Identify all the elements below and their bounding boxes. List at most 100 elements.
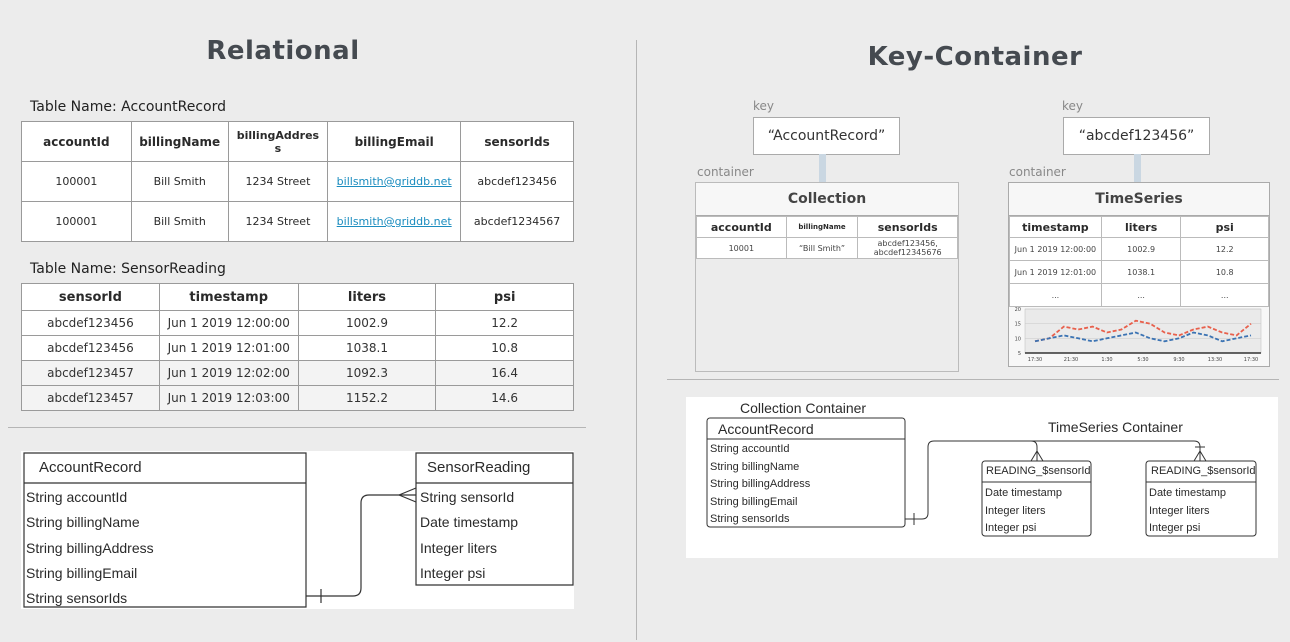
timeseries-header: TimeSeries [1009,183,1269,216]
keycontainer-uml-panel: Collection Container TimeSeries Containe… [686,397,1278,558]
right-divider [667,379,1279,380]
uml-field: Date timestamp [420,514,519,531]
collection-container: Collection accountId billingName sensorI… [695,182,959,372]
table-cell: ... [1100,283,1182,307]
table-row: abcdef123456 Jun 1 2019 12:01:00 1038.1 … [21,335,574,361]
uml-field: Integer psi [420,564,486,581]
table-cell: 1234 Street [227,201,329,242]
reading1-name: READING_$sensorId [986,465,1091,477]
table-cell: 12.2 [435,310,574,336]
table-cell: Jun 1 2019 12:03:00 [158,385,299,411]
table-row: 100001 Bill Smith 1234 Street billsmith@… [21,201,574,242]
timeseries-key-box: “abcdef123456” [1063,117,1210,155]
table-cell: Jun 1 2019 12:00:00 [1009,237,1102,261]
uml-account-fields: String accountId String billingName Stri… [26,485,154,611]
uml-field: Integer liters [420,539,498,556]
table-row: abcdef123457 Jun 1 2019 12:02:00 1092.3 … [21,360,574,386]
chart-x-tick: 21:30 [1064,357,1078,363]
uml-field: Integer liters [985,504,1046,517]
uml-account-name: AccountRecord [39,459,142,476]
table-cell: 1002.9 [1100,237,1182,261]
uml-sensor-name: SensorReading [427,459,531,476]
uml-keycontainer-svg [706,417,1257,537]
uml-field: String sensorIds [710,513,790,525]
collection-header: Collection [696,183,958,216]
relational-uml-panel: AccountRecord String accountId String bi… [21,451,574,609]
table-cell: 10.8 [1180,260,1269,284]
account-record-table: accountId billingName billingAddress bil… [21,121,574,242]
container-label: container [697,165,754,179]
table-cell: abcdef1234567 [460,201,574,242]
reading2-name: READING_$sensorId [1151,465,1256,477]
table-row: Jun 1 2019 12:01:00 1038.1 10.8 [1009,260,1269,284]
reading-box-2 [1145,460,1257,537]
table-header: sensorIds [460,121,574,162]
sensor-table-name: Table Name: SensorReading [30,261,226,277]
chart-series-blue [1034,331,1252,343]
table-header: psi [435,283,574,311]
table-row: abcdef123456 Jun 1 2019 12:00:00 1002.9 … [21,310,574,336]
table-cell: 16.4 [435,360,574,386]
chart-x-tick: 13:30 [1208,357,1222,363]
reading2-fields: Date timestamp Integer liters Integer ps… [1149,485,1226,538]
account-record-box [23,452,307,608]
table-header: sensorId [21,283,160,311]
table-header: timestamp [1009,216,1102,238]
table-cell: abcdef123457 [21,385,160,411]
table-cell: 10.8 [435,335,574,361]
table-row: ... ... ... [1009,283,1269,307]
table-header: timestamp [158,283,299,311]
collection-connector [819,154,826,182]
chart-plot-area [1024,308,1262,354]
table-cell: abcdef123457 [21,360,160,386]
table-cell: 10001 [696,237,787,259]
timeseries-connector [1134,154,1141,182]
table-cell: Jun 1 2019 12:01:00 [158,335,299,361]
table-cell: Jun 1 2019 12:01:00 [1009,260,1102,284]
table-cell: 1092.3 [297,360,437,386]
table-header: billingName [785,216,859,238]
email-link[interactable]: billsmith@griddb.net [336,175,452,188]
uml-field: String billingName [26,514,140,531]
table-row: abcdef123457 Jun 1 2019 12:03:00 1152.2 … [21,385,574,411]
uml-field: Integer liters [1149,504,1210,517]
kc-account-box [706,417,906,528]
chart-x-tick: 5:30 [1137,357,1148,363]
chart-y-tick: 15 [1015,322,1021,328]
table-cell: Bill Smith [130,201,229,242]
table-header: accountId [696,216,787,238]
uml-field: String sensorId [420,489,515,505]
uml-field: Integer psi [985,522,1037,534]
uml-field: String accountId [26,489,128,505]
table-row: Jun 1 2019 12:00:00 1002.9 12.2 [1009,237,1269,261]
chart-x-tick: 1:30 [1101,357,1112,363]
many-marker [398,487,417,503]
kc-branch-line [1030,440,1038,461]
table-cell: 12.2 [1180,237,1269,261]
uml-field: Date timestamp [1149,487,1227,499]
timeseries-table: timestamp liters psi Jun 1 2019 12:00:00… [1009,216,1269,307]
table-cell: 100001 [21,161,132,202]
table-header: billingAddress [227,121,329,162]
relational-title: Relational [206,36,360,66]
chart-y-tick: 10 [1015,336,1021,342]
chart-y-tick: 5 [1018,351,1021,357]
chart-series-red [1034,319,1252,343]
uml-relational-svg [23,452,574,608]
table-cell: Jun 1 2019 12:02:00 [158,360,299,386]
table-header: billingEmail [327,121,462,162]
table-cell: ... [1009,283,1102,307]
table-row: 10001 “Bill Smith” abcdef123456, abcdef1… [696,237,958,259]
table-header: liters [297,283,437,311]
table-cell: 1234 Street [227,161,329,202]
key-label: key [753,99,775,113]
uml-field: Integer psi [1149,522,1201,534]
chart-x-tick: 17:30 [1028,357,1042,363]
collection-table: accountId billingName sensorIds 10001 “B… [696,216,958,259]
uml-sensor-fields: String sensorId Date timestamp Integer l… [420,485,518,586]
email-link[interactable]: billsmith@griddb.net [336,215,452,228]
uml-field: String billingEmail [710,495,798,508]
collection-key-box: “AccountRecord” [753,117,900,155]
table-cell: 100001 [21,201,132,242]
chart-y-tick: 20 [1015,307,1021,313]
